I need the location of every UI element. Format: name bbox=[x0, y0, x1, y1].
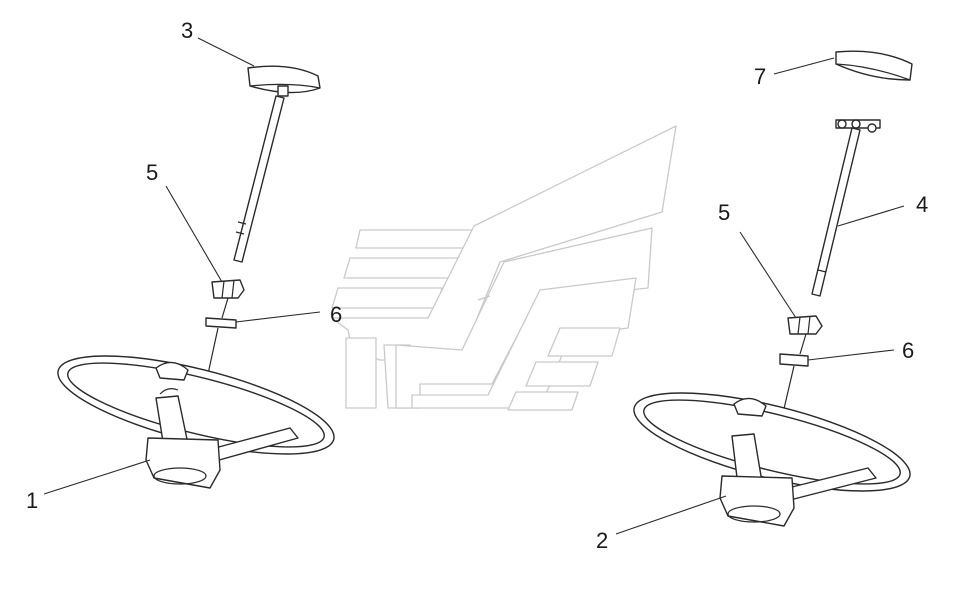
left-nut bbox=[211, 279, 245, 299]
right-nut bbox=[787, 315, 823, 335]
left-steering-wheel bbox=[57, 355, 335, 489]
callout-left-stem: 3 bbox=[181, 18, 193, 43]
right-steering-wheel bbox=[633, 392, 911, 527]
watermark-logo bbox=[331, 125, 677, 411]
callout-right-cap: 7 bbox=[754, 64, 766, 89]
right-cap bbox=[835, 50, 913, 81]
callout-left-washer: 6 bbox=[330, 302, 342, 327]
right-axis bbox=[799, 333, 807, 355]
left-washer bbox=[205, 317, 237, 329]
left-axis bbox=[221, 297, 229, 319]
callout-right-washer: 6 bbox=[902, 338, 914, 363]
callouts: 3 5 6 1 7 4 5 6 2 bbox=[26, 18, 928, 553]
left-knob bbox=[247, 65, 321, 97]
left-shaft bbox=[233, 95, 285, 263]
leader-lines bbox=[43, 37, 905, 535]
right-rod bbox=[811, 127, 861, 297]
callout-right-stem: 4 bbox=[916, 192, 928, 217]
left-assembly bbox=[57, 65, 335, 489]
right-rod-head bbox=[835, 119, 881, 133]
callout-right-nut: 5 bbox=[718, 200, 730, 225]
callout-right-wheel: 2 bbox=[596, 528, 608, 553]
callout-left-wheel: 1 bbox=[26, 488, 38, 513]
right-washer bbox=[779, 353, 809, 367]
right-assembly bbox=[633, 50, 913, 527]
callout-left-nut: 5 bbox=[146, 160, 158, 185]
